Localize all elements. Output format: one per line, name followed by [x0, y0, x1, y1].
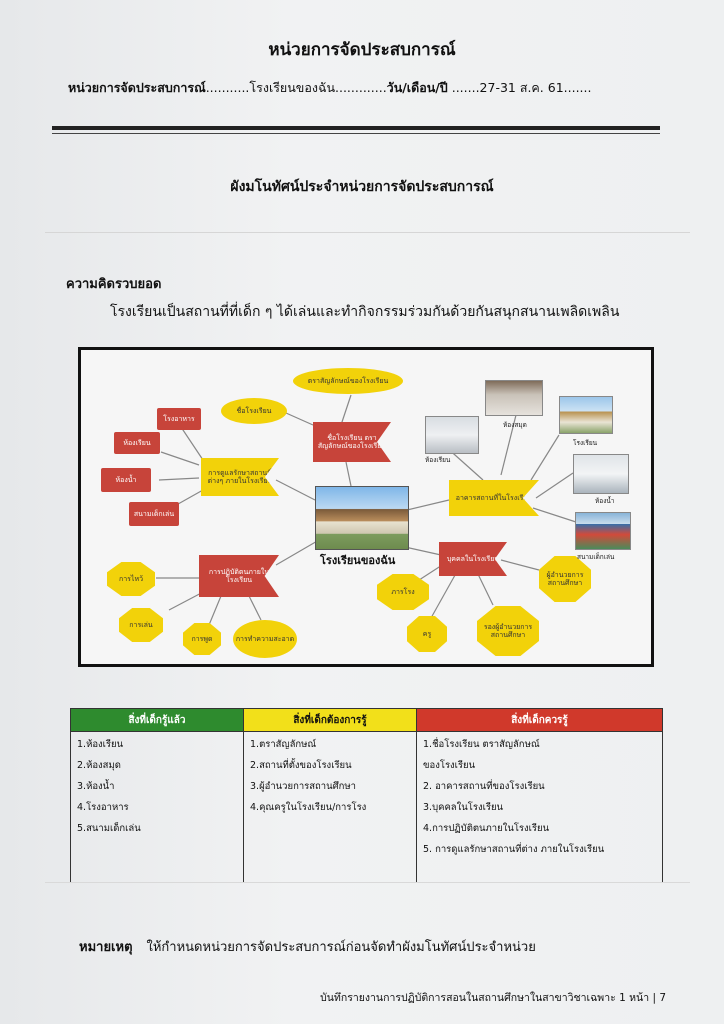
list-item: 3.ห้องน้ำ [77, 781, 115, 792]
node-greet: การไหว้ [107, 562, 155, 596]
photo-library-label: ห้องสมุด [503, 421, 527, 429]
node-canteen: โรงอาหาร [157, 408, 201, 430]
node-classroom: ห้องเรียน [114, 432, 160, 454]
unit-label: หน่วยการจัดประสบการณ์ [68, 80, 206, 95]
list-item: 4.การปฏิบัติตนภายในโรงเรียน [423, 823, 550, 834]
header-rule-thin [52, 133, 660, 134]
date-label: วัน/เดือน/ปี [386, 80, 448, 95]
concept-map: โรงเรียนของฉัน ตราสัญลักษณ์ของโรงเรียน ช… [78, 347, 654, 667]
list-item: 2. อาคารสถานที่ของโรงเรียน [423, 781, 545, 792]
divider [45, 882, 690, 883]
list-item: 3.บุคคลในโรงเรียน [423, 802, 504, 813]
header-known: สิ่งที่เด็กรู้แล้ว [70, 708, 244, 732]
node-name: ชื่อโรงเรียน [221, 398, 287, 424]
page-footer: บันทึกรายงานการปฏิบัติการสอนในสถานศึกษาใ… [320, 992, 666, 1004]
date-value: .......27-31 ส.ค. 61....... [447, 80, 592, 95]
photo-playground-label: สนามเด็กเล่น [577, 553, 615, 561]
photo-toilet [573, 454, 629, 494]
photo-classroom [425, 416, 479, 454]
photo-toilet-label: ห้องน้ำ [595, 497, 615, 505]
unit-info-line: หน่วยการจัดประสบการณ์...........โรงเรียน… [68, 78, 591, 98]
list-item: 1.ห้องเรียน [77, 739, 124, 750]
node-toilet: ห้องน้ำ [101, 468, 151, 492]
node-playground: สนามเด็กเล่น [129, 502, 179, 526]
list-item: ของโรงเรียน [423, 760, 476, 771]
school-photo-center [315, 486, 409, 550]
center-label: โรงเรียนของฉัน [320, 554, 396, 567]
node-janitor: ภารโรง [377, 574, 429, 610]
list-item: 1.ตราสัญลักษณ์ [250, 739, 317, 750]
node-teacher: ครู [407, 616, 447, 652]
list-item: 1.ชื่อโรงเรียน ตราสัญลักษณ์ [423, 739, 540, 750]
photo-playground [575, 512, 631, 550]
node-deputy: รองผู้อำนวยการสถานศึกษา [477, 606, 539, 656]
knowledge-table: สิ่งที่เด็กรู้แล้ว สิ่งที่เด็กต้องการรู้… [70, 708, 663, 883]
connector-lines [156, 394, 577, 626]
node-director: ผู้อำนวยการสถานศึกษา [539, 556, 591, 602]
header-rule-thick [52, 126, 660, 130]
node-logo: ตราสัญลักษณ์ของโรงเรียน [293, 368, 403, 394]
section-subtitle: ผังมโนทัศน์ประจำหน่วยการจัดประสบการณ์ [230, 179, 494, 195]
photo-library [485, 380, 543, 416]
col-should-know: 1.ชื่อโรงเรียน ตราสัญลักษณ์ ของโรงเรียน … [416, 731, 663, 883]
node-play: การเล่น [119, 608, 163, 642]
header-want-to-know: สิ่งที่เด็กต้องการรู้ [243, 708, 417, 732]
photo-school [559, 396, 613, 434]
page-title: หน่วยการจัดประสบการณ์ [268, 40, 456, 60]
concept-heading: ความคิดรวบยอด [66, 277, 162, 292]
list-item: 3.ผู้อำนวยการสถานศึกษา [250, 781, 357, 792]
photo-classroom-label: ห้องเรียน [425, 456, 451, 464]
col-want-to-know: 1.ตราสัญลักษณ์ 2.สถานที่ตั้งของโรงเรียน … [243, 731, 417, 883]
node-talk: การพูด [183, 623, 221, 655]
unit-value: ...........โรงเรียนของฉัน............. [205, 80, 387, 95]
note-text: ให้กำหนดหน่วยการจัดประสบการณ์ก่อนจัดทำผั… [146, 940, 536, 955]
list-item: 4.คุณครูในโรงเรียน/การโรง [250, 802, 367, 813]
list-item: 2.สถานที่ตั้งของโรงเรียน [250, 760, 352, 771]
list-item: 2.ห้องสมุด [77, 760, 121, 771]
concept-text: โรงเรียนเป็นสถานที่ที่เด็ก ๆ ได้เล่นและท… [110, 304, 620, 320]
list-item: 5. การดูแลรักษาสถานที่ต่าง ภายในโรงเรียน [423, 844, 605, 855]
divider [45, 232, 690, 233]
note: หมายเหตุ ให้กำหนดหน่วยการจัดประสบการณ์ก่อ… [79, 936, 536, 957]
list-item: 5.สนามเด็กเล่น [77, 823, 141, 834]
header-should-know: สิ่งที่เด็กควรรู้ [416, 708, 663, 732]
col-known: 1.ห้องเรียน 2.ห้องสมุด 3.ห้องน้ำ 4.โรงอา… [70, 731, 244, 883]
note-label: หมายเหตุ [79, 940, 133, 955]
photo-school-label: โรงเรียน [573, 439, 598, 447]
node-clean: การทำความสะอาด [233, 620, 297, 658]
list-item: 4.โรงอาหาร [77, 802, 129, 813]
